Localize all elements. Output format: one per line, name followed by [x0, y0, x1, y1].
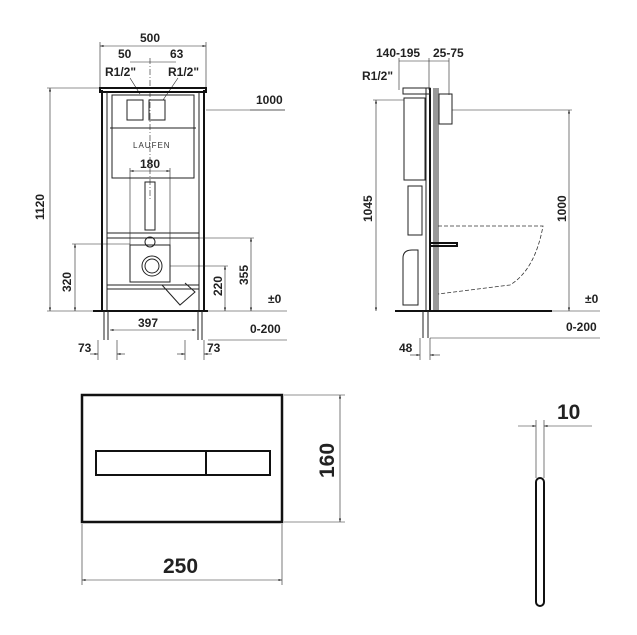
dim-leg-spacing: 397	[138, 316, 158, 330]
dim-waste-height: 320	[60, 272, 74, 292]
front-view: 500 50 63 R1/2" R1/2" LAUFEN 1000 180	[33, 31, 287, 360]
side-leg-adjust-label: 0-200	[566, 320, 597, 334]
dim-plate-height: 160	[316, 443, 339, 478]
dim-right-offset: 63	[170, 47, 184, 61]
dim-inlet-height: 355	[237, 265, 251, 285]
dim-left-foot: 73	[78, 341, 92, 355]
side-thread-label: R1/2"	[362, 69, 393, 83]
dim-wall-range: 25-75	[433, 46, 464, 60]
dim-depth-range: 140-195	[376, 46, 420, 60]
right-thread-label: R1/2"	[168, 65, 199, 79]
dim-plate-width: 250	[163, 555, 198, 578]
floor-level-label: ±0	[268, 292, 282, 306]
side-floor-level-label: ±0	[585, 292, 599, 306]
flush-plate-side: 10	[518, 401, 592, 607]
dim-plate-thickness: 10	[557, 401, 580, 424]
dim-right-foot: 73	[207, 341, 221, 355]
left-thread-label: R1/2"	[105, 65, 136, 79]
dim-bolt-spacing: 180	[140, 157, 160, 171]
laufen-logo: LAUFEN	[133, 141, 171, 150]
dim-flush-height: 1000	[256, 93, 283, 107]
dim-outlet-height: 220	[211, 276, 225, 296]
flush-button-small	[95, 450, 207, 476]
dim-width: 500	[140, 31, 160, 45]
dim-side-height-right: 1000	[555, 195, 569, 222]
flush-button-large	[205, 450, 271, 476]
dim-left-offset: 50	[118, 47, 132, 61]
leg-adjust-label: 0-200	[250, 322, 281, 336]
dim-foot-depth: 48	[399, 341, 413, 355]
dim-total-height: 1120	[33, 194, 47, 220]
flush-plate-front: 160 250	[80, 393, 345, 585]
dim-side-height-left: 1045	[361, 195, 375, 222]
side-view: 140-195 25-75 R1/2" 1045 1000 ±0 0-200 4…	[361, 46, 600, 360]
